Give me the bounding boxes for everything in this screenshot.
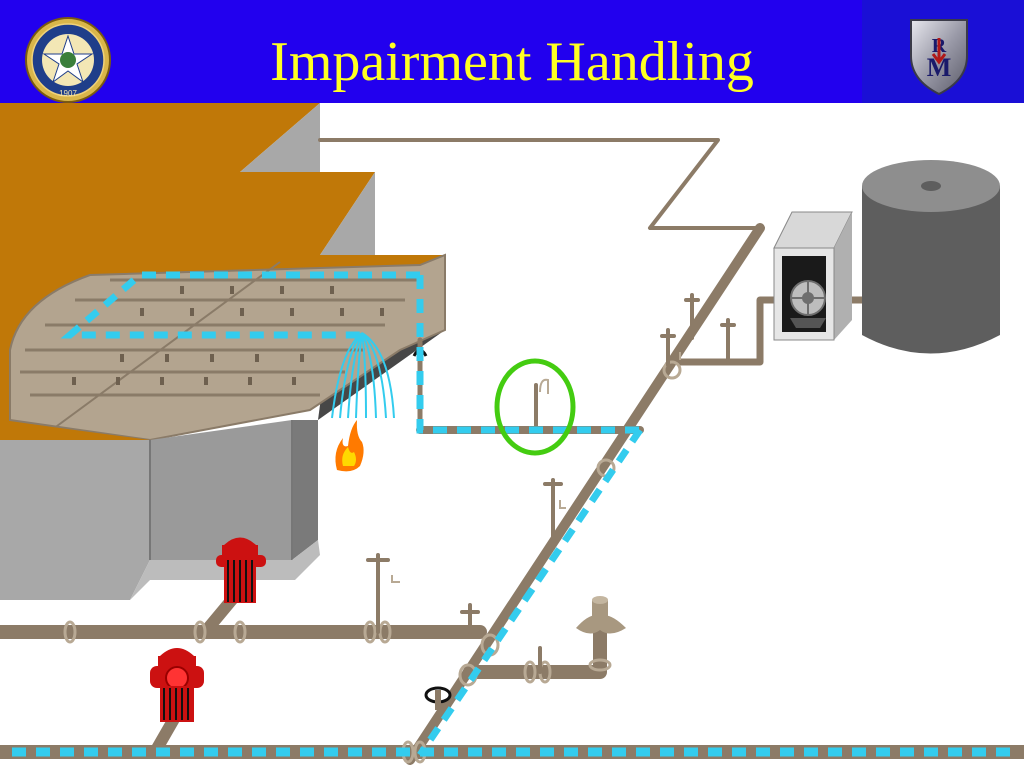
sprinkler-system-diagram — [0, 103, 1024, 765]
fire-hydrant-icon — [216, 537, 266, 603]
impaired-valve-highlight-circle — [494, 358, 576, 456]
fire-department-connection — [576, 596, 626, 634]
control-valve-icon — [424, 686, 452, 710]
fire-icon — [335, 420, 364, 472]
slide-title: Impairment Handling — [270, 31, 754, 93]
risk-management-shield-icon: R M — [910, 19, 968, 96]
pipe-couplings — [63, 360, 682, 764]
svg-text:1907: 1907 — [59, 89, 77, 98]
water-storage-tank — [862, 160, 1000, 354]
fire-pump-house — [773, 211, 853, 341]
state-seal-icon: 1907 — [25, 17, 111, 103]
fire-hydrant-icon — [150, 648, 204, 722]
riser-valves — [366, 293, 736, 674]
